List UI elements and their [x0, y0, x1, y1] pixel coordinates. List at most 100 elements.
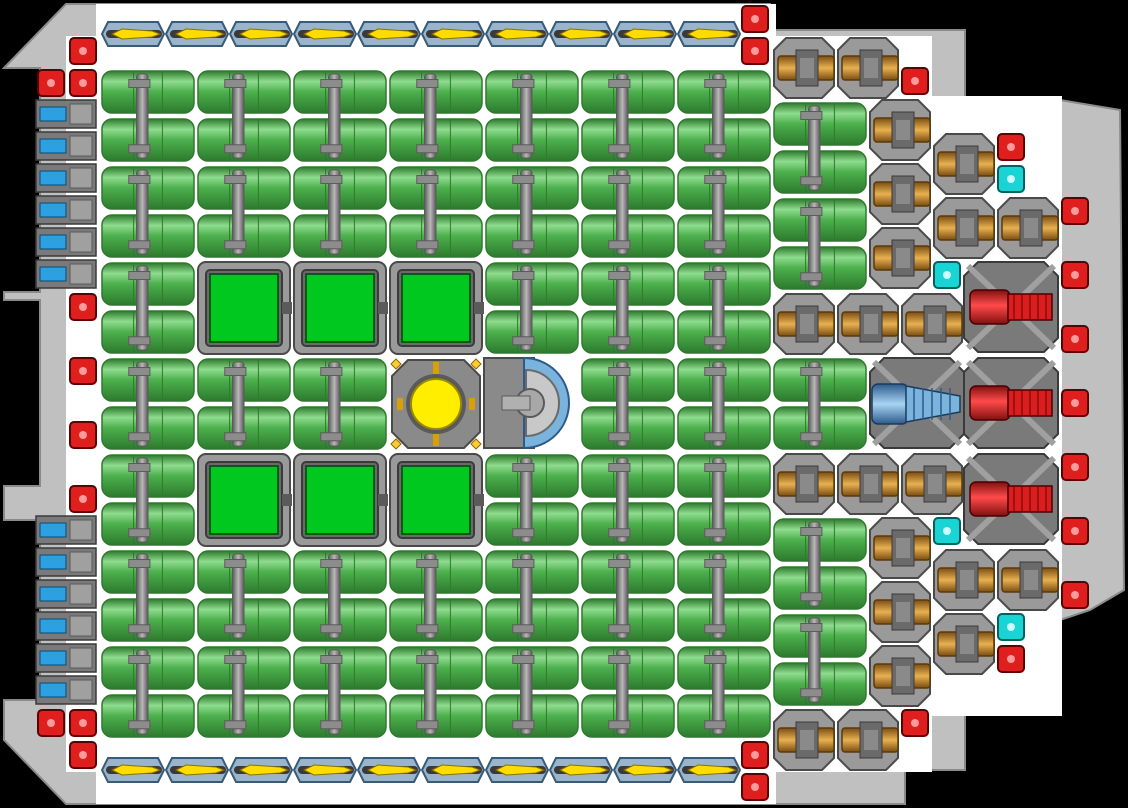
missile-launcher-icon: [676, 757, 742, 783]
blue-battery-icon: [35, 579, 97, 609]
red-hull-light-icon: [1061, 389, 1089, 417]
gold-autocannon-icon: [773, 37, 835, 99]
green-fuel-tank-icon: [677, 166, 771, 258]
green-fuel-tank-icon: [581, 646, 675, 738]
red-hull-light-icon: [69, 709, 97, 737]
gold-autocannon-icon: [869, 227, 931, 289]
gold-autocannon-icon: [933, 549, 995, 611]
gold-autocannon-icon: [869, 517, 931, 579]
green-fuel-tank-icon: [389, 646, 483, 738]
green-fuel-tank-icon: [581, 550, 675, 642]
green-fuel-tank-icon: [581, 70, 675, 162]
gold-autocannon-icon: [869, 99, 931, 161]
red-hull-light-icon: [69, 485, 97, 513]
blue-battery-icon: [35, 643, 97, 673]
green-fuel-tank-icon: [293, 550, 387, 642]
blue-beam-weapon-icon: [869, 357, 965, 449]
red-hull-light-icon: [37, 709, 65, 737]
blue-battery-icon: [35, 611, 97, 641]
red-hull-light-icon: [1061, 453, 1089, 481]
gold-autocannon-icon: [837, 293, 899, 355]
missile-launcher-icon: [548, 757, 614, 783]
missile-launcher-icon: [612, 757, 678, 783]
green-fuel-tank-icon: [677, 262, 771, 354]
gold-autocannon-icon: [837, 709, 899, 771]
green-fuel-tank-icon: [101, 454, 195, 546]
green-fuel-tank-icon: [677, 646, 771, 738]
red-hull-light-icon: [69, 37, 97, 65]
red-thruster-icon: [963, 453, 1059, 545]
green-fuel-tank-icon: [101, 262, 195, 354]
green-fuel-tank-icon: [197, 550, 291, 642]
green-fuel-tank-icon: [293, 358, 387, 450]
cyan-hull-light-icon: [933, 261, 961, 289]
missile-launcher-icon: [676, 21, 742, 47]
missile-launcher-icon: [292, 21, 358, 47]
cyan-hull-light-icon: [933, 517, 961, 545]
green-fuel-tank-icon: [197, 358, 291, 450]
red-hull-light-icon: [741, 37, 769, 65]
missile-launcher-icon: [548, 21, 614, 47]
missile-launcher-icon: [228, 757, 294, 783]
gold-autocannon-icon: [869, 581, 931, 643]
missile-launcher-icon: [356, 21, 422, 47]
red-hull-light-icon: [901, 709, 929, 737]
gold-autocannon-icon: [933, 133, 995, 195]
green-fuel-tank-icon: [101, 166, 195, 258]
cyan-hull-light-icon: [997, 613, 1025, 641]
gold-autocannon-icon: [997, 197, 1059, 259]
green-fuel-tank-icon: [773, 518, 867, 610]
missile-launcher-icon: [612, 21, 678, 47]
gold-autocannon-icon: [997, 549, 1059, 611]
red-hull-light-icon: [69, 357, 97, 385]
green-fuel-tank-icon: [389, 550, 483, 642]
green-fuel-tank-icon: [389, 70, 483, 162]
green-cargo-container-icon: [389, 261, 484, 355]
red-hull-light-icon: [37, 69, 65, 97]
red-hull-light-icon: [69, 69, 97, 97]
green-fuel-tank-icon: [485, 262, 579, 354]
green-fuel-tank-icon: [773, 102, 867, 194]
green-cargo-container-icon: [293, 261, 388, 355]
green-fuel-tank-icon: [773, 198, 867, 290]
missile-launcher-icon: [100, 757, 166, 783]
red-hull-light-icon: [901, 67, 929, 95]
green-fuel-tank-icon: [581, 166, 675, 258]
gold-autocannon-icon: [837, 453, 899, 515]
green-fuel-tank-icon: [293, 646, 387, 738]
blue-battery-icon: [35, 259, 97, 289]
green-fuel-tank-icon: [485, 70, 579, 162]
blue-battery-icon: [35, 163, 97, 193]
green-fuel-tank-icon: [101, 358, 195, 450]
blue-battery-icon: [35, 99, 97, 129]
missile-launcher-icon: [228, 21, 294, 47]
blue-battery-icon: [35, 515, 97, 545]
red-hull-light-icon: [69, 293, 97, 321]
gold-autocannon-icon: [933, 613, 995, 675]
blue-battery-icon: [35, 547, 97, 577]
green-cargo-container-icon: [197, 261, 292, 355]
green-fuel-tank-icon: [197, 166, 291, 258]
blue-battery-icon: [35, 675, 97, 705]
green-fuel-tank-icon: [101, 70, 195, 162]
green-fuel-tank-icon: [773, 358, 867, 450]
missile-launcher-icon: [484, 757, 550, 783]
green-fuel-tank-icon: [677, 550, 771, 642]
gold-autocannon-icon: [869, 645, 931, 707]
green-fuel-tank-icon: [773, 614, 867, 706]
cyan-hull-light-icon: [997, 165, 1025, 193]
missile-launcher-icon: [356, 757, 422, 783]
red-hull-light-icon: [1061, 517, 1089, 545]
green-fuel-tank-icon: [101, 550, 195, 642]
green-fuel-tank-icon: [581, 262, 675, 354]
gold-autocannon-icon: [773, 293, 835, 355]
green-fuel-tank-icon: [197, 70, 291, 162]
green-fuel-tank-icon: [485, 550, 579, 642]
gold-autocannon-icon: [933, 197, 995, 259]
green-fuel-tank-icon: [293, 70, 387, 162]
green-fuel-tank-icon: [677, 358, 771, 450]
red-hull-light-icon: [741, 5, 769, 33]
red-thruster-icon: [963, 261, 1059, 353]
red-hull-light-icon: [1061, 325, 1089, 353]
